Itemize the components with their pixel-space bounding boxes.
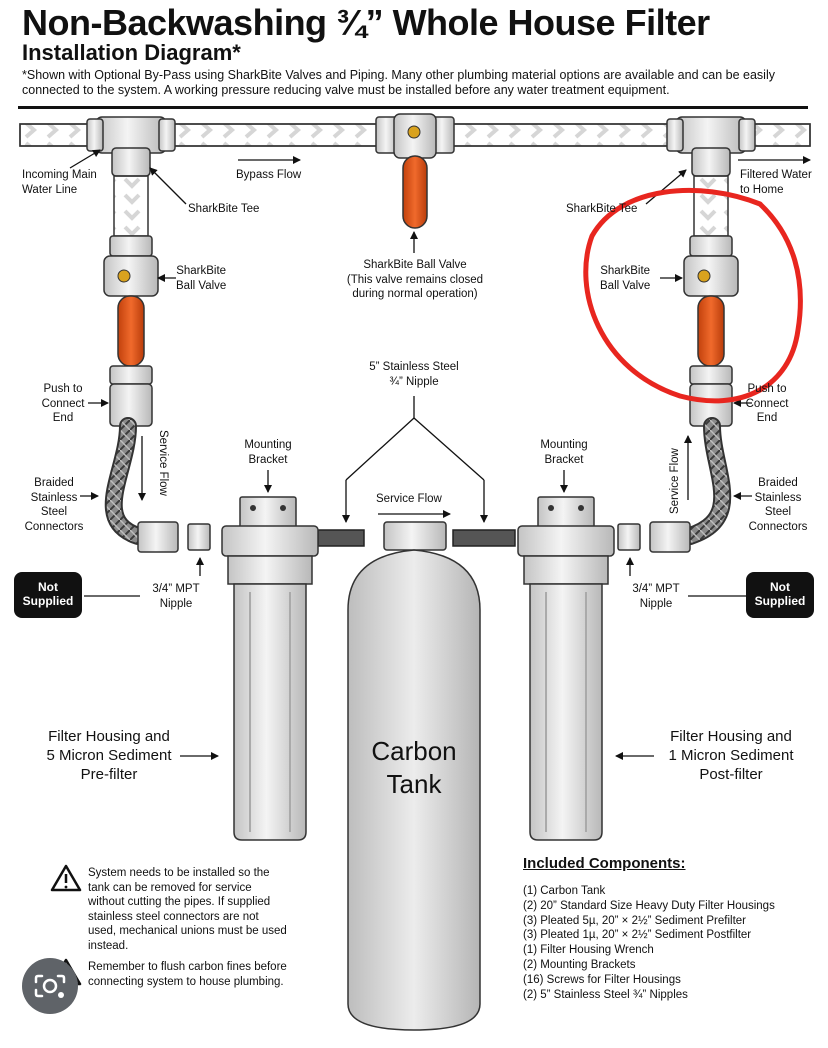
- components-title: Included Components:: [523, 855, 686, 872]
- lens-overlay-icon: [34, 974, 66, 998]
- filtered-water-label: Filtered Water to Home: [740, 169, 812, 196]
- right-filter-housing: [517, 496, 615, 841]
- right-not-supplied-badge: Not Supplied: [746, 572, 814, 618]
- right-braided-label: Braided Stainless Steel Connectors: [748, 477, 808, 533]
- right-push-connect-label: Push to Connect End: [745, 383, 789, 424]
- right-ss-nipple: [452, 529, 516, 547]
- right-mpt-label: 3/4” MPT Nipple: [632, 583, 680, 610]
- right-ball-valve: [683, 235, 739, 385]
- left-ball-valve: [103, 235, 159, 385]
- component-item: (1) Carbon Tank: [523, 885, 606, 897]
- component-item: (2) 20” Standard Size Heavy Duty Filter …: [523, 899, 775, 912]
- left-sharkbite-tee: [86, 116, 176, 177]
- right-service-flow-label: Service Flow: [669, 448, 681, 514]
- right-housing-label: Filter Housing and 1 Micron Sediment Pos…: [668, 728, 794, 783]
- lens-overlay-button[interactable]: [22, 958, 78, 1014]
- left-push-connect-label: Push to Connect End: [41, 383, 85, 424]
- left-service-flow-label: Service Flow: [157, 430, 169, 496]
- ss-nipple-label: 5” Stainless Steel ¾” Nipple: [369, 361, 459, 388]
- center-ball-valve: [375, 113, 455, 229]
- left-braided-connector: [106, 419, 145, 543]
- left-mpt-nipple: [187, 523, 211, 551]
- incoming-water-label: Incoming Main Water Line: [22, 169, 97, 196]
- component-item: (2) Mounting Brackets: [523, 958, 636, 971]
- right-braided-connector: [683, 419, 730, 543]
- left-ball-valve-label: SharkBite Ball Valve: [176, 265, 227, 292]
- components-list: (1) Carbon Tank (2) 20” Standard Size He…: [523, 884, 813, 1002]
- component-item: (16) Screws for Filter Housings: [523, 973, 681, 986]
- left-not-supplied-badge: Not Supplied: [14, 572, 82, 618]
- highlight-circle: [583, 187, 803, 404]
- bypass-flow-label: Bypass Flow: [236, 169, 302, 181]
- installation-note: *Shown with Optional By-Pass using Shark…: [22, 68, 775, 97]
- warning-triangle-icon: [50, 864, 82, 892]
- left-braided-label: Braided Stainless Steel Connectors: [24, 477, 84, 533]
- center-valve-label: SharkBite Ball Valve (This valve remains…: [346, 259, 484, 300]
- right-ball-valve-label: SharkBite Ball Valve: [600, 265, 651, 292]
- component-item: (2) 5” Stainless Steel ¾” Nipples: [523, 988, 688, 1001]
- carbon-tank-label: Carbon Tank: [371, 736, 457, 799]
- center-service-flow-label: Service Flow: [376, 493, 442, 505]
- install-warning-text: System needs to be installed so the tank…: [88, 867, 287, 952]
- right-tee-label: SharkBite Tee: [566, 203, 638, 215]
- left-filter-housing: [221, 496, 319, 841]
- component-item: (3) Pleated 5µ, 20” × 2½” Sediment Prefi…: [523, 914, 746, 927]
- left-tee-label: SharkBite Tee: [188, 203, 260, 215]
- left-housing-label: Filter Housing and 5 Micron Sediment Pre…: [46, 728, 172, 783]
- right-mpt-nipple: [617, 523, 641, 551]
- page-subtitle: Installation Diagram*: [22, 40, 241, 65]
- left-ss-nipple: [317, 529, 365, 547]
- left-mpt-label: 3/4” MPT Nipple: [152, 583, 200, 610]
- page-title: Non-Backwashing ¾” Whole House Filter: [22, 2, 710, 43]
- flush-warning-text: Remember to flush carbon fines before co…: [88, 961, 287, 988]
- carbon-tank: [347, 521, 481, 1031]
- left-mounting-label: Mounting Bracket: [244, 439, 292, 466]
- header-divider: [18, 106, 808, 109]
- right-mounting-label: Mounting Bracket: [540, 439, 588, 466]
- component-item: (1) Filter Housing Wrench: [523, 944, 654, 957]
- component-item: (3) Pleated 1µ, 20” × 2½” Sediment Postf…: [523, 929, 752, 942]
